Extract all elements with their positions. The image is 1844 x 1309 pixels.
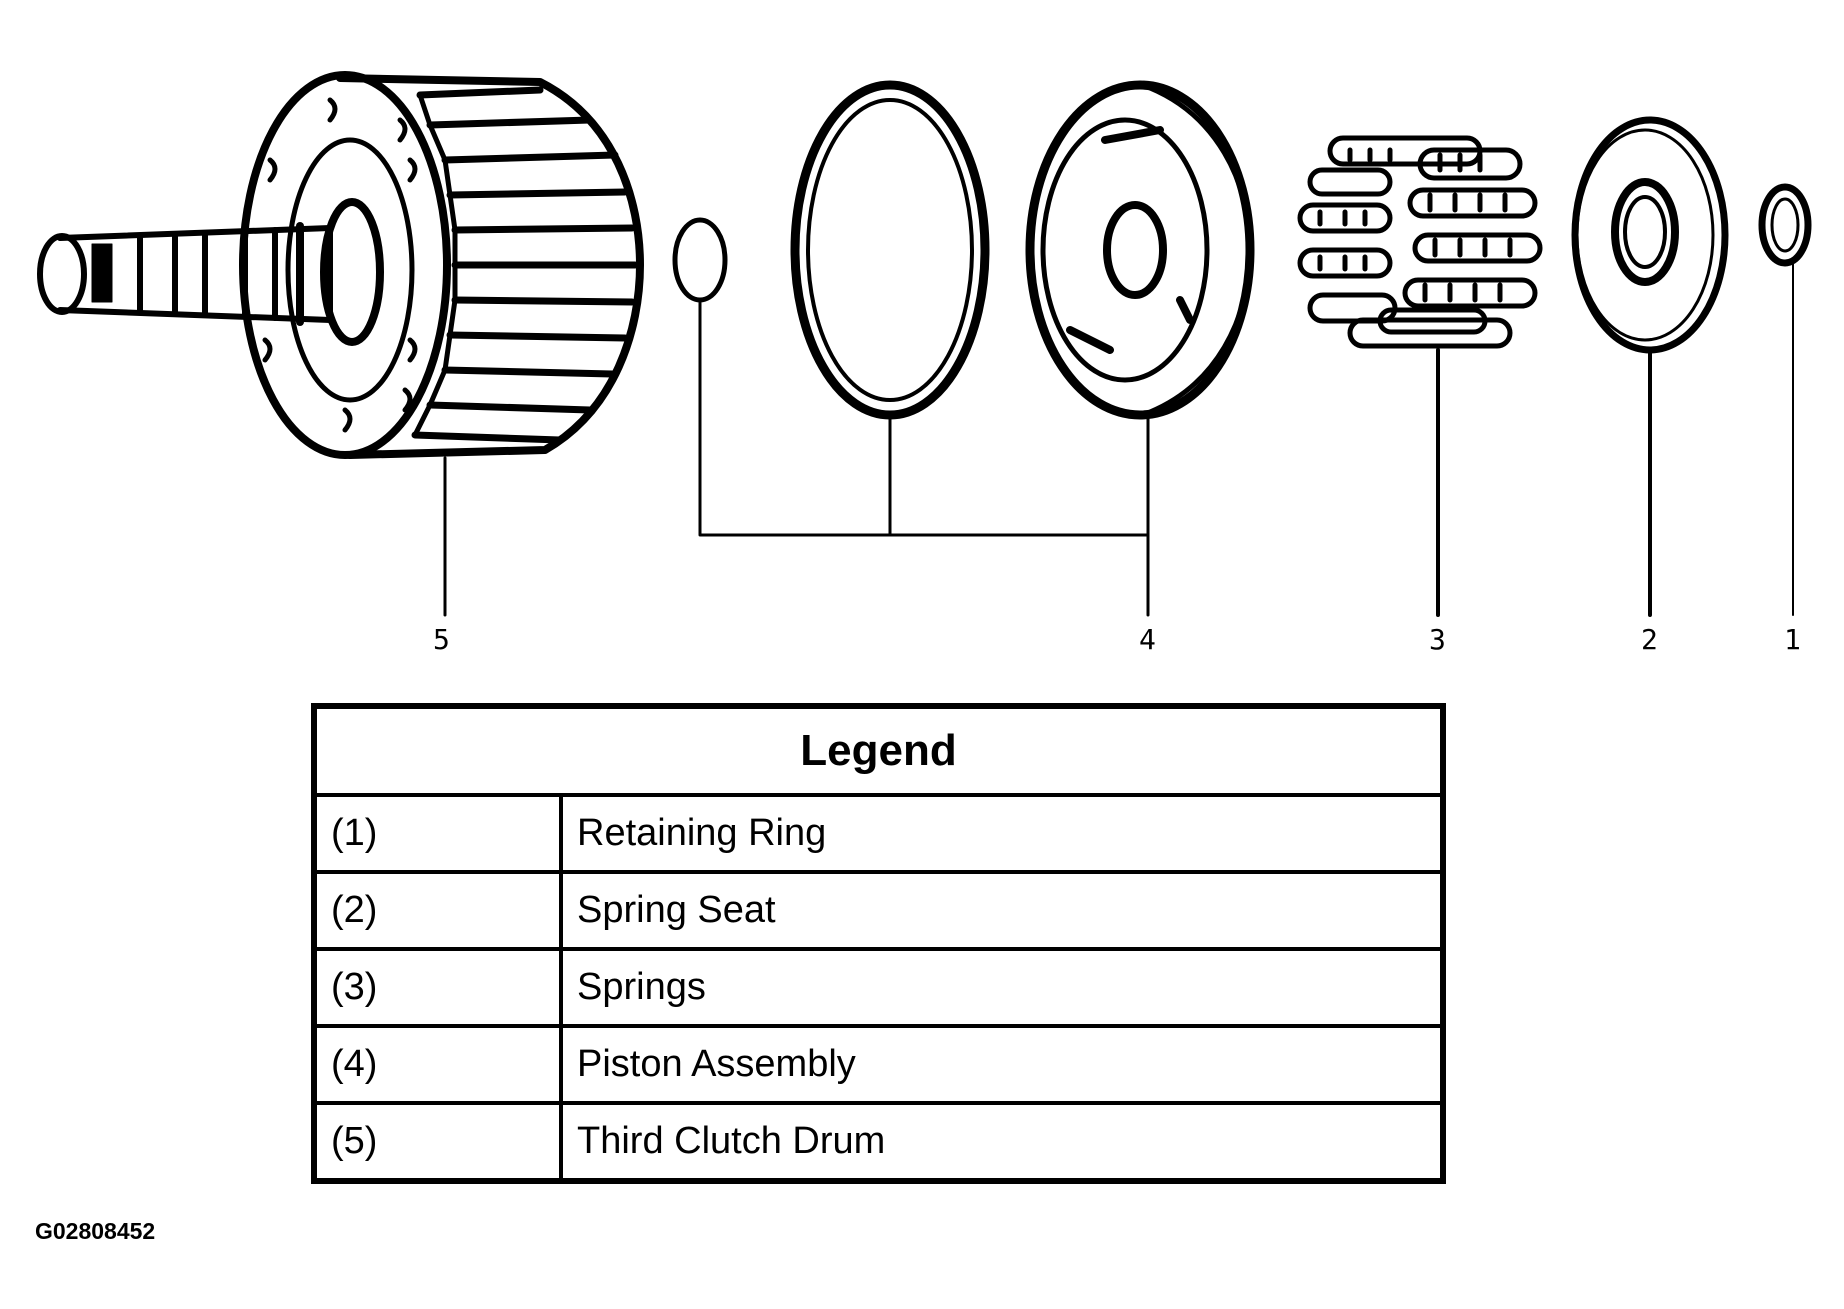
legend-header-row: Legend	[312, 704, 1445, 797]
callout-3: 3	[1429, 623, 1446, 656]
table-row: (4) Piston Assembly	[312, 1024, 1445, 1105]
clutch-drum-icon	[37, 71, 644, 617]
table-row: (3) Springs	[312, 947, 1445, 1028]
legend-label: Springs	[559, 947, 1445, 1028]
retaining-ring-icon	[1758, 183, 1812, 616]
springs-icon	[1297, 135, 1543, 617]
piston-assembly-icon	[672, 80, 1255, 617]
legend-number: (3)	[312, 947, 563, 1028]
legend-label: Third Clutch Drum	[559, 1101, 1445, 1183]
table-row: (5) Third Clutch Drum	[312, 1101, 1445, 1183]
callout-2: 2	[1641, 623, 1658, 656]
legend-title: Legend	[312, 704, 1445, 797]
legend-number: (1)	[312, 793, 563, 874]
legend-table: Legend (1) Retaining Ring (2) Spring Sea…	[311, 703, 1446, 1184]
table-row: (1) Retaining Ring	[312, 793, 1445, 874]
figure-id: G02808452	[35, 1218, 156, 1244]
callout-5: 5	[433, 623, 450, 656]
legend-label: Spring Seat	[559, 870, 1445, 951]
callout-4: 4	[1139, 623, 1156, 656]
callout-1: 1	[1784, 623, 1801, 656]
legend-number: (5)	[312, 1101, 563, 1183]
legend-label: Piston Assembly	[559, 1024, 1445, 1105]
spring-seat-icon	[1571, 116, 1729, 617]
legend-number: (4)	[312, 1024, 563, 1105]
table-row: (2) Spring Seat	[312, 870, 1445, 951]
legend-label: Retaining Ring	[559, 793, 1445, 874]
legend-number: (2)	[312, 870, 563, 951]
